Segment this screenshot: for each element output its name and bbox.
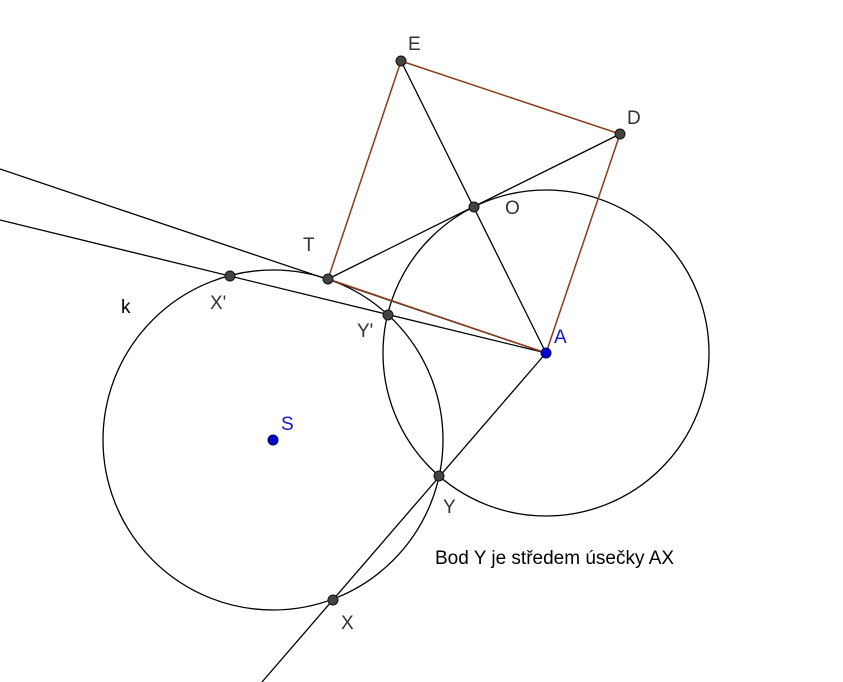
label-t: T: [303, 235, 315, 256]
point-s: [267, 434, 279, 446]
label-o: O: [505, 198, 520, 219]
label-a: A: [554, 327, 567, 348]
point-e: [395, 55, 407, 67]
label-y: Y: [443, 497, 456, 518]
label-d: D: [627, 108, 641, 129]
point-x: [327, 594, 339, 606]
point-t: [322, 273, 334, 285]
square-edge-t-e: [327, 60, 402, 280]
point-d: [614, 128, 626, 140]
point-x-prime: [224, 270, 236, 282]
line-a-to-x: [261, 352, 547, 682]
label-s: S: [281, 414, 294, 435]
circle-k: [102, 269, 444, 611]
caption: Bod Y je středem úsečky AX: [435, 548, 674, 569]
label-e: E: [408, 34, 421, 55]
square-edge-a-t: [327, 278, 547, 354]
line-through-x-prime-and-a: [0, 219, 547, 354]
point-y: [433, 470, 445, 482]
label-x-prime: X': [210, 293, 226, 314]
point-o: [468, 201, 480, 213]
point-a: [540, 347, 552, 359]
label-circle-k: k: [121, 297, 131, 318]
point-y-prime: [382, 309, 394, 321]
label-x: X: [341, 613, 354, 634]
circle-a: [382, 189, 710, 517]
square-edge-e-d: [400, 60, 621, 135]
square-edge-d-a: [545, 133, 621, 354]
label-y-prime: Y': [357, 321, 373, 342]
